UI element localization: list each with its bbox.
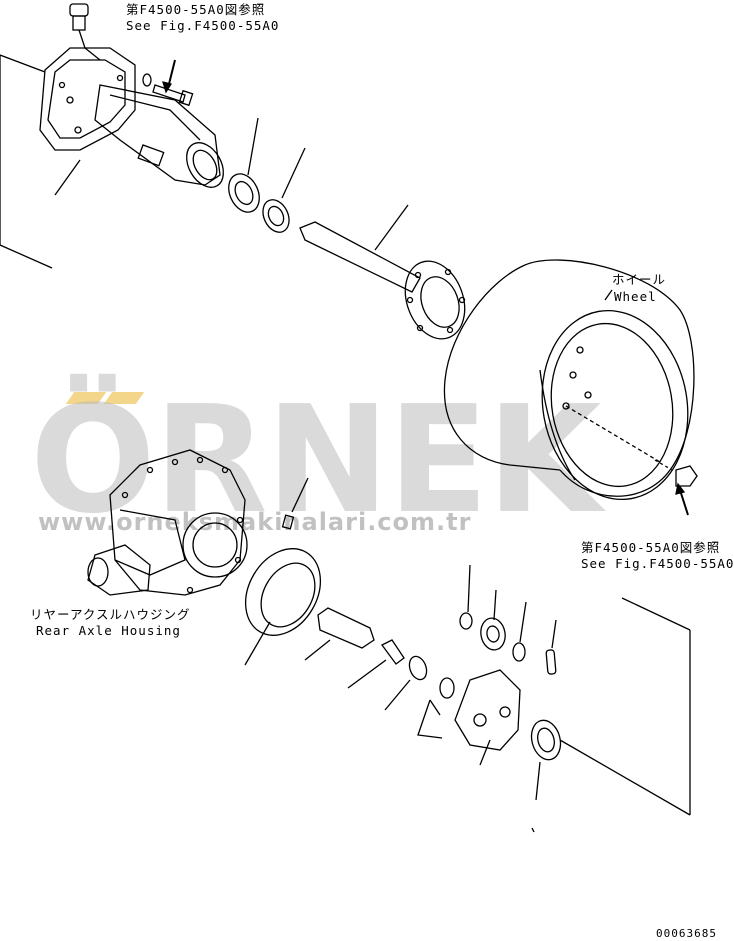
ref-top-en: See Fig.F4500-55A0 — [126, 18, 280, 33]
housing-label-jp: リヤーアクスルハウジング — [30, 607, 191, 622]
watermark-url: www.orneksmakinalari.com.tr — [38, 508, 472, 536]
wheel-nut-icon — [654, 459, 698, 516]
drawing-number: 00063685 — [656, 927, 717, 940]
pinion-shaft-icon — [304, 607, 375, 661]
wheel-label-en: Wheel — [614, 289, 657, 304]
bolt-lower-icon — [347, 639, 428, 711]
bearing-lower-icon — [530, 719, 691, 816]
watermark-brand: ÖRNEK — [30, 374, 601, 546]
wheel-label-jp: ホイール — [612, 272, 667, 287]
axle-shaft-icon — [299, 204, 466, 340]
ref-right-jp: 第F4500-55A0図参照 — [581, 540, 721, 555]
ref-top-jp: 第F4500-55A0図参照 — [126, 2, 266, 17]
side-gear-icon — [480, 589, 506, 651]
plug-top-icon — [69, 3, 101, 61]
bolt-top-icon — [142, 59, 194, 107]
wheel-rim-icon — [443, 259, 695, 501]
differential-case-icon — [417, 669, 521, 766]
pin-icon — [545, 619, 557, 675]
thrust-washer-icon — [512, 601, 527, 662]
nut-small-icon — [459, 564, 473, 630]
rear-axle-housing-icon — [87, 449, 248, 596]
axle-housing-upper-icon — [39, 47, 224, 188]
ref-right-en: See Fig.F4500-55A0 — [581, 556, 734, 571]
bearing-upper-icon — [228, 117, 260, 213]
housing-label-en: Rear Axle Housing — [36, 623, 181, 638]
seal-ring-icon — [262, 147, 306, 233]
ring-gear-icon — [244, 477, 322, 666]
